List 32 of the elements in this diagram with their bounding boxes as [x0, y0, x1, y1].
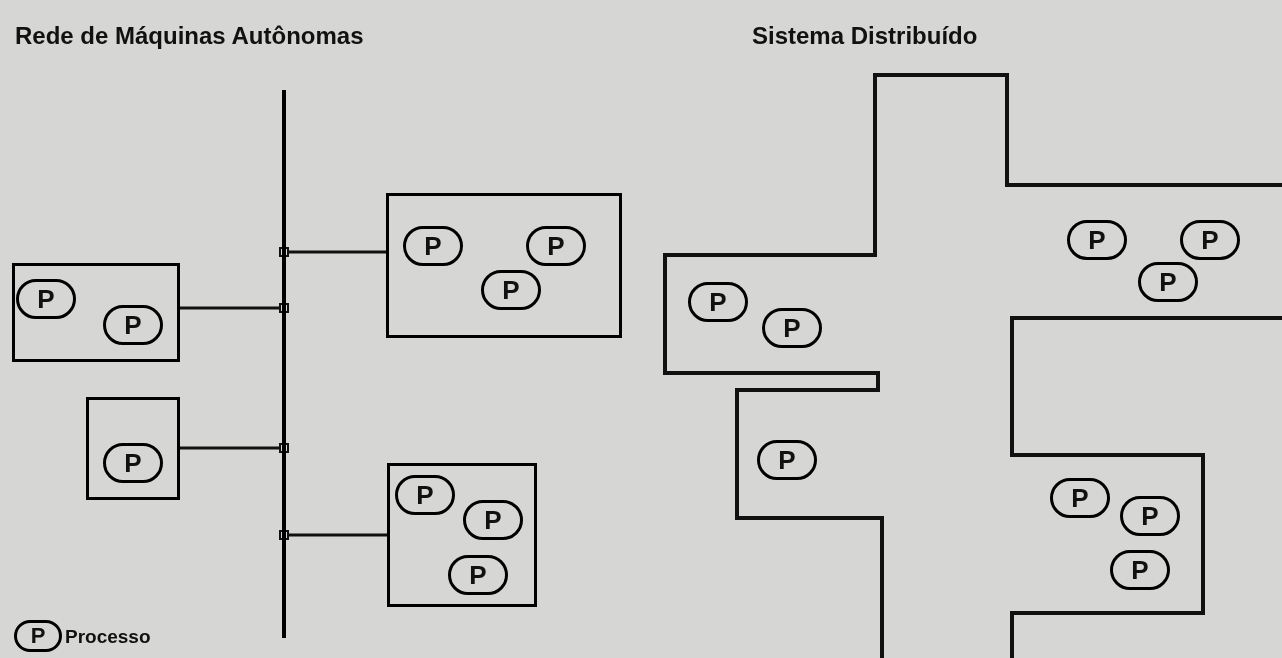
machine-box: [12, 263, 180, 362]
process-capsule: P: [1110, 550, 1170, 590]
legend-text: Processo: [65, 625, 151, 649]
process-capsule: P: [757, 440, 817, 480]
process-capsule: P: [395, 475, 455, 515]
process-capsule: P: [481, 270, 541, 310]
diagram-heading: Rede de Máquinas Autônomas: [15, 21, 364, 51]
process-capsule: P: [16, 279, 76, 319]
process-capsule: P: [1180, 220, 1240, 260]
process-capsule: P: [688, 282, 748, 322]
machine-box: [86, 397, 180, 500]
process-capsule: P: [1067, 220, 1127, 260]
connector-line: [180, 303, 289, 313]
process-capsule: P: [1120, 496, 1180, 536]
connector-line: [279, 530, 387, 540]
machine-box: [386, 193, 622, 338]
process-capsule: P: [103, 305, 163, 345]
connector-line: [180, 443, 289, 453]
process-capsule: P: [526, 226, 586, 266]
machine-box: [387, 463, 537, 607]
process-capsule: P: [14, 620, 62, 652]
process-capsule: P: [1138, 262, 1198, 302]
process-capsule: P: [103, 443, 163, 483]
process-capsule: P: [463, 500, 523, 540]
diagram-heading: Sistema Distribuído: [752, 21, 978, 51]
connector-line: [279, 247, 386, 257]
process-capsule: P: [448, 555, 508, 595]
system-region: [660, 70, 1282, 658]
process-capsule: P: [762, 308, 822, 348]
process-capsule: P: [1050, 478, 1110, 518]
network-bus: [282, 90, 286, 638]
process-capsule: P: [403, 226, 463, 266]
